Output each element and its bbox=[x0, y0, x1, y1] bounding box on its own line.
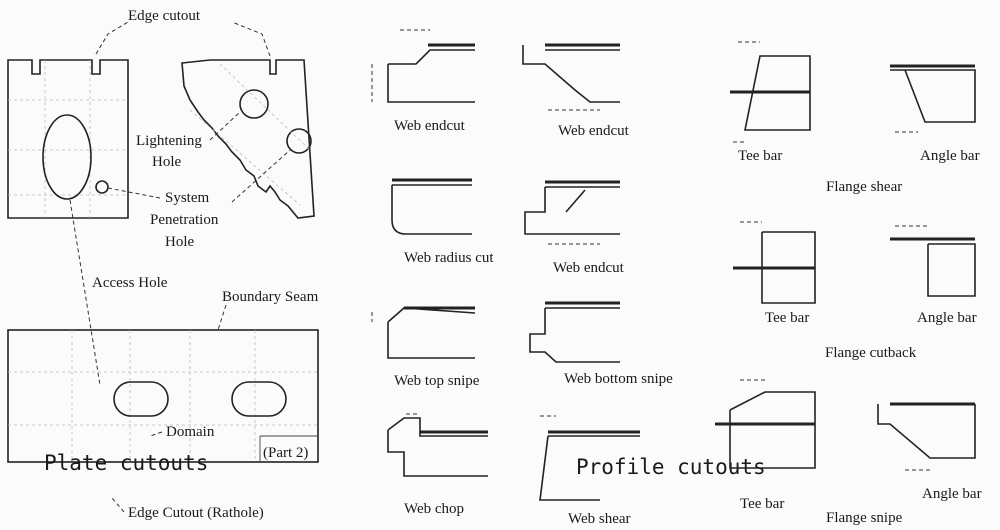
lightening-hole-shape bbox=[239, 89, 269, 119]
flange-cutback-label: Flange cutback bbox=[825, 345, 917, 361]
part2-label: (Part 2) bbox=[263, 445, 308, 461]
flange-snipe-tee-bar: Tee bar bbox=[715, 379, 816, 512]
lightening-label-line2: Hole bbox=[152, 154, 182, 170]
angle-bar-label-3: Angle bar bbox=[922, 486, 982, 502]
system-leader-2 bbox=[231, 149, 291, 203]
system-penetration-hole-shape bbox=[95, 180, 109, 194]
system-label-line3: Hole bbox=[165, 234, 195, 250]
lightening-leader bbox=[209, 111, 241, 141]
access-hole-oval-1 bbox=[113, 381, 169, 417]
edge-cutout-label: Edge cutout bbox=[128, 8, 201, 24]
profile-web-endcut-3: Web endcut bbox=[524, 180, 625, 276]
access-hole-oval-2 bbox=[231, 381, 287, 417]
domain-label: Domain bbox=[166, 424, 215, 440]
profile-label-6: Web bottom snipe bbox=[564, 371, 673, 387]
system-leader bbox=[107, 187, 161, 199]
profile-cutouts-group: Web endcut Web endcut Web radius cut Web… bbox=[371, 29, 766, 527]
profile-label-8: Web shear bbox=[568, 511, 631, 527]
plate-cutouts-caption: Plate cutouts bbox=[44, 451, 208, 475]
system-label-line1: System bbox=[165, 190, 210, 206]
plate-panel-1 bbox=[7, 59, 129, 219]
lightening-hole-shape-2 bbox=[286, 128, 312, 154]
edge-cutout-leader-2 bbox=[231, 21, 271, 57]
plate-panel-3 bbox=[7, 329, 319, 463]
profile-label-2: Web endcut bbox=[558, 123, 630, 139]
edge-cutout-leader-1 bbox=[95, 21, 129, 55]
edge-rathole-leader bbox=[111, 497, 125, 513]
tee-bar-label-2: Tee bar bbox=[765, 310, 809, 326]
profile-web-bottom-snipe: Web bottom snipe bbox=[529, 301, 673, 387]
access-hole-label: Access Hole bbox=[92, 275, 168, 291]
access-hole-shape bbox=[42, 114, 92, 200]
profile-web-endcut-2: Web endcut bbox=[522, 43, 630, 139]
angle-bar-label-2: Angle bar bbox=[917, 310, 977, 326]
profile-cutouts-caption: Profile cutouts bbox=[576, 455, 766, 479]
profile-label-5: Web top snipe bbox=[394, 373, 480, 389]
profile-web-top-snipe: Web top snipe bbox=[371, 306, 480, 389]
profile-label-4: Web endcut bbox=[553, 260, 625, 276]
profile-label-1: Web endcut bbox=[394, 118, 466, 134]
edge-rathole-label: Edge Cutout (Rathole) bbox=[128, 505, 264, 521]
flange-snipe-angle-bar: Angle bar bbox=[877, 402, 982, 502]
profile-label-7: Web chop bbox=[404, 501, 464, 517]
domain-leader bbox=[149, 431, 163, 437]
plate-cutouts-group: Edge cutout Lightening Hole System Penet… bbox=[7, 8, 319, 521]
flange-shear-angle-bar: Angle bar bbox=[890, 64, 980, 164]
flange-shear-tee-bar: Tee bar bbox=[730, 41, 811, 164]
lightening-label-line1: Lightening bbox=[136, 133, 202, 149]
flange-cutback-angle-bar: Angle bar bbox=[890, 225, 977, 326]
system-label-line2: Penetration bbox=[150, 212, 219, 228]
plate-panel-2 bbox=[181, 59, 315, 219]
profile-web-radius-cut: Web radius cut bbox=[391, 178, 494, 266]
access-hole-leader bbox=[69, 199, 101, 386]
profile-web-endcut-1: Web endcut bbox=[371, 29, 475, 134]
boundary-seam-leader bbox=[217, 304, 227, 331]
profile-label-3: Web radius cut bbox=[404, 250, 494, 266]
tee-bar-label-3: Tee bar bbox=[740, 496, 784, 512]
tee-bar-label-1: Tee bar bbox=[738, 148, 782, 164]
angle-bar-label-1: Angle bar bbox=[920, 148, 980, 164]
flange-cutouts-group: Tee bar Angle bar Flange shear Tee bar A… bbox=[715, 41, 982, 526]
flange-shear-label: Flange shear bbox=[826, 179, 902, 195]
flange-snipe-label: Flange snipe bbox=[826, 510, 903, 526]
boundary-seam-label: Boundary Seam bbox=[222, 289, 319, 305]
flange-cutback-tee-bar: Tee bar bbox=[733, 221, 816, 326]
profile-web-shear: Web shear bbox=[539, 415, 640, 527]
profile-web-chop: Web chop bbox=[387, 413, 488, 517]
